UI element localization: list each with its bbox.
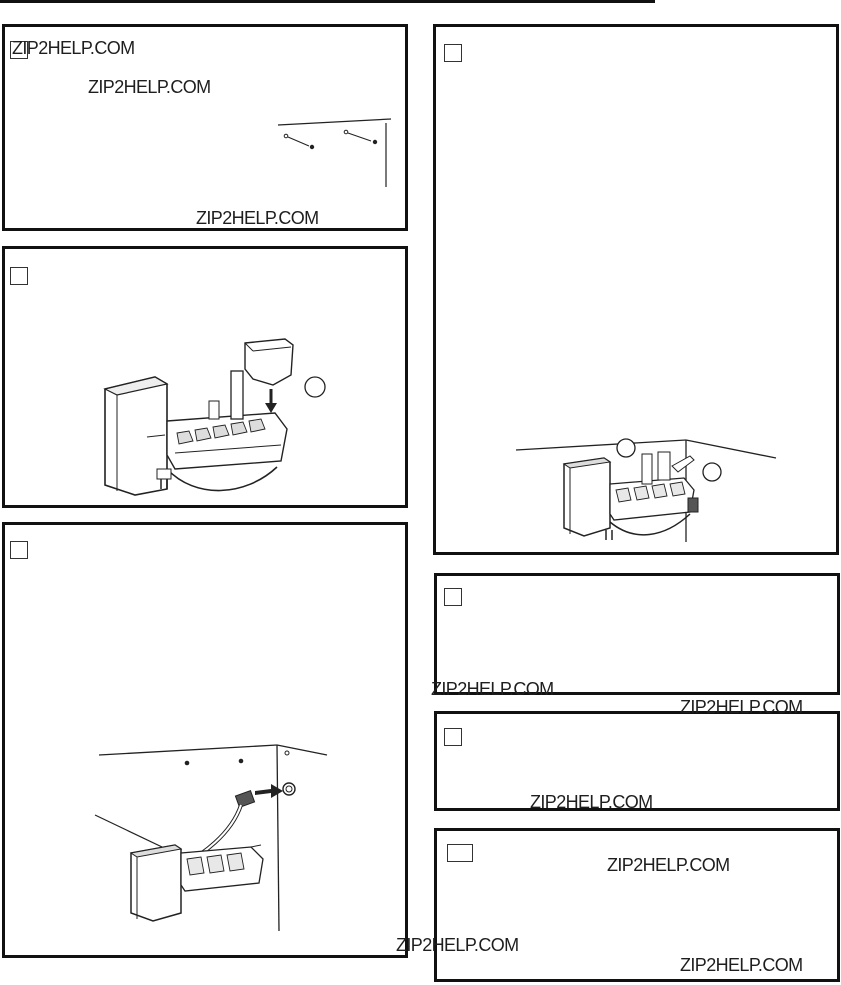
top-rule	[0, 0, 655, 3]
watermark-text: ZIP2HELP.COM	[196, 208, 319, 228]
step-number-box	[444, 728, 462, 746]
watermark-text: ZIP2HELP.COM	[530, 792, 653, 812]
step-panel-4	[433, 24, 839, 555]
watermark-text: ZIP2HELP.COM	[12, 38, 135, 58]
icemaker-plug-to-socket-illustration	[94, 744, 328, 932]
watermark-text: ZIP2HELP.COM	[680, 955, 803, 975]
icemaker-mounted-to-wall-illustration	[515, 438, 777, 542]
step-panel-6	[434, 711, 840, 811]
step-number-box	[10, 541, 28, 559]
watermark-text: ZIP2HELP.COM	[396, 935, 519, 955]
watermark-text: ZIP2HELP.COM	[680, 697, 803, 717]
step-panel-3	[2, 522, 408, 958]
step-number-box	[447, 844, 473, 862]
step-number-box	[10, 267, 28, 285]
step-number-box	[10, 41, 28, 59]
icemaker-with-fill-cup-illustration	[103, 338, 326, 496]
watermark-text: ZIP2HELP.COM	[88, 77, 211, 97]
step-number-box	[444, 44, 462, 62]
step-panel-7	[434, 828, 840, 982]
step-panel-2	[2, 246, 408, 508]
screw-holes-illustration	[277, 118, 392, 187]
step-panel-5	[434, 573, 840, 695]
watermark-text: ZIP2HELP.COM	[431, 679, 554, 699]
step-panel-1	[2, 24, 408, 231]
watermark-text: ZIP2HELP.COM	[607, 855, 730, 875]
step-number-box	[444, 588, 462, 606]
